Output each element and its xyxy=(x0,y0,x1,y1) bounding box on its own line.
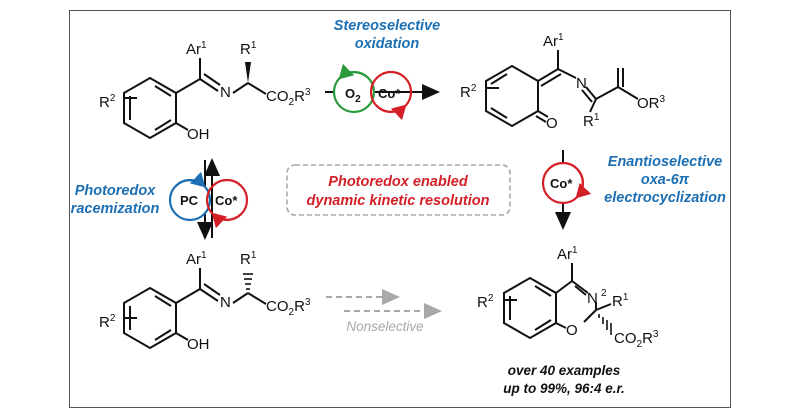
n-label-product: N xyxy=(587,290,598,307)
product-structure xyxy=(503,263,612,340)
yield-er-summary: up to 99%, 96:4 e.r. xyxy=(503,381,625,396)
examples-count: over 40 examples xyxy=(508,363,621,378)
co-cycle-arrow-top xyxy=(376,104,407,121)
photoredox-enabled-label: Photoredox enabled xyxy=(328,174,469,190)
substrate-bottom-structure xyxy=(123,268,267,350)
ar1-label-intermediate: Ar1 xyxy=(543,32,564,50)
hash-bond-bottom xyxy=(243,273,253,290)
r1-label-top: R1 xyxy=(240,40,257,58)
oh-label-top: OH xyxy=(187,126,210,143)
n-label-top: N xyxy=(220,84,231,101)
dkr-box xyxy=(286,164,511,216)
r1-label-product: R1 xyxy=(612,292,629,310)
enantioselective-label: Enantioselective xyxy=(608,154,722,170)
or3-label-intermediate: OR3 xyxy=(637,94,666,112)
r1-label-intermediate: R1 xyxy=(583,112,600,130)
substrate-top-structure xyxy=(123,58,267,140)
pc-label: PC xyxy=(180,193,199,208)
co-cycle-arrow-left xyxy=(211,212,242,229)
ar1-label-product: Ar1 xyxy=(557,245,578,263)
r1-label-bottom: R1 xyxy=(240,250,257,268)
n-label-intermediate: N xyxy=(576,75,587,92)
oxa-6pi-label: oxa-6π xyxy=(641,172,690,188)
co-star-label-left: Co* xyxy=(215,193,238,208)
co-star-label-right: Co* xyxy=(550,176,573,191)
co2r3-label-top: CO2R3 xyxy=(266,87,311,108)
r2-label-top: R2 xyxy=(99,93,116,111)
stereoselective-label: Stereoselective xyxy=(334,18,440,34)
nonselective-label: Nonselective xyxy=(346,319,423,334)
oxidation-label: oxidation xyxy=(355,36,420,52)
wedge-bond-top xyxy=(245,62,251,83)
scheme-frame xyxy=(69,10,731,408)
stereocenter-marker: 2 xyxy=(601,288,607,299)
racemization-label: racemization xyxy=(71,201,160,217)
r2-label-bottom: R2 xyxy=(99,313,116,331)
intermediate-structure xyxy=(485,50,639,128)
photoredox-label: Photoredox xyxy=(75,183,156,199)
co-star-label-top: Co* xyxy=(378,86,401,101)
ar1-label-bottom: Ar1 xyxy=(186,250,207,268)
electrocyclization-label: electrocyclization xyxy=(604,190,726,206)
pc-cycle-arrow xyxy=(175,171,206,188)
r2-label-intermediate: R2 xyxy=(460,83,477,101)
co2r3-label-bottom: CO2R3 xyxy=(266,297,311,318)
oh-label-bottom: OH xyxy=(187,336,210,353)
r2-label-product: R2 xyxy=(477,293,494,311)
co-cycle-arrow-right xyxy=(575,168,592,199)
co2r3-label-product: CO2R3 xyxy=(614,329,659,350)
o2-label: O2 xyxy=(345,86,361,105)
o-label-intermediate: O xyxy=(546,115,558,132)
ar1-label-top: Ar1 xyxy=(186,40,207,58)
hash-bond-product xyxy=(598,314,612,335)
o2-cycle-arrow xyxy=(338,63,369,80)
o-label-product: O xyxy=(566,322,578,339)
dkr-label: dynamic kinetic resolution xyxy=(307,193,490,209)
n-label-bottom: N xyxy=(220,294,231,311)
